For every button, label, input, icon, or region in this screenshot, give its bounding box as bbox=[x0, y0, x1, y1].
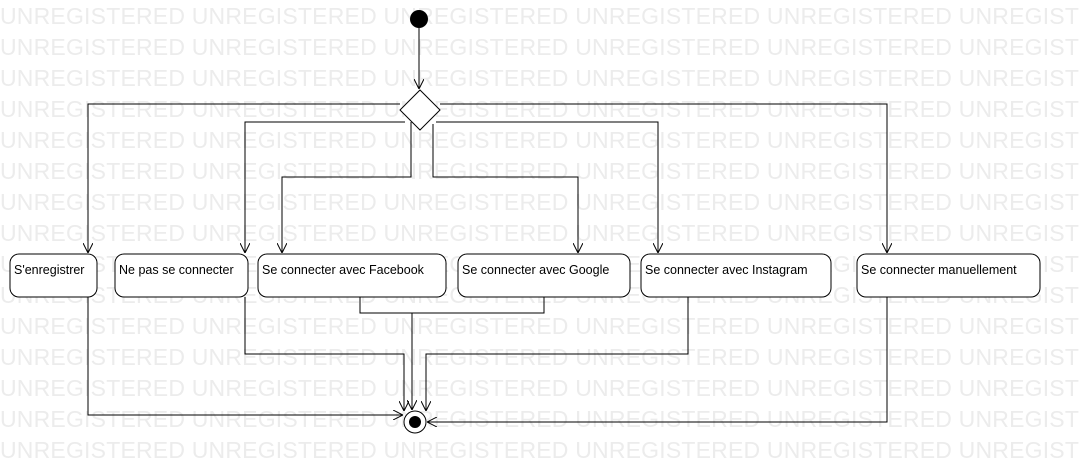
action-label: Se connecter avec Facebook bbox=[262, 263, 425, 277]
edge-decision-to-google bbox=[432, 124, 578, 253]
action-label: Se connecter avec Instagram bbox=[645, 263, 808, 277]
edge-ne-pas-connecter-to-final bbox=[244, 297, 404, 411]
action-nodes: S'enregistrer Ne pas se connecter Se conne… bbox=[9, 253, 1041, 298]
action-instagram: Se connecter avec Instagram bbox=[640, 253, 832, 298]
action-manuellement: Se connecter manuellement bbox=[856, 253, 1041, 298]
edge-manuellement-to-final bbox=[427, 297, 888, 422]
edge-decision-to-facebook bbox=[282, 122, 412, 253]
edge-instagram-to-final bbox=[426, 297, 689, 411]
edge-decision-to-instagram bbox=[436, 121, 658, 253]
action-ne-pas-connecter: Ne pas se connecter bbox=[114, 253, 249, 298]
edge-enregistrer-to-final bbox=[87, 297, 403, 415]
edge-decision-to-ne-pas-connecter bbox=[245, 121, 405, 253]
action-label: S'enregistrer bbox=[14, 263, 84, 277]
action-facebook: Se connecter avec Facebook bbox=[257, 253, 447, 298]
edge-decision-to-enregistrer bbox=[88, 103, 400, 253]
flow-edges bbox=[88, 28, 887, 422]
action-enregistrer: S'enregistrer bbox=[9, 253, 98, 298]
final-node bbox=[403, 410, 427, 434]
edge-facebook-google-merge bbox=[359, 297, 545, 314]
initial-node bbox=[410, 10, 428, 28]
action-label: Se connecter avec Google bbox=[462, 263, 609, 277]
action-label: Se connecter manuellement bbox=[861, 263, 1017, 277]
decision-node bbox=[399, 89, 441, 131]
action-label: Ne pas se connecter bbox=[119, 263, 234, 277]
action-google: Se connecter avec Google bbox=[457, 253, 631, 298]
edge-decision-to-manuellement bbox=[440, 103, 887, 253]
